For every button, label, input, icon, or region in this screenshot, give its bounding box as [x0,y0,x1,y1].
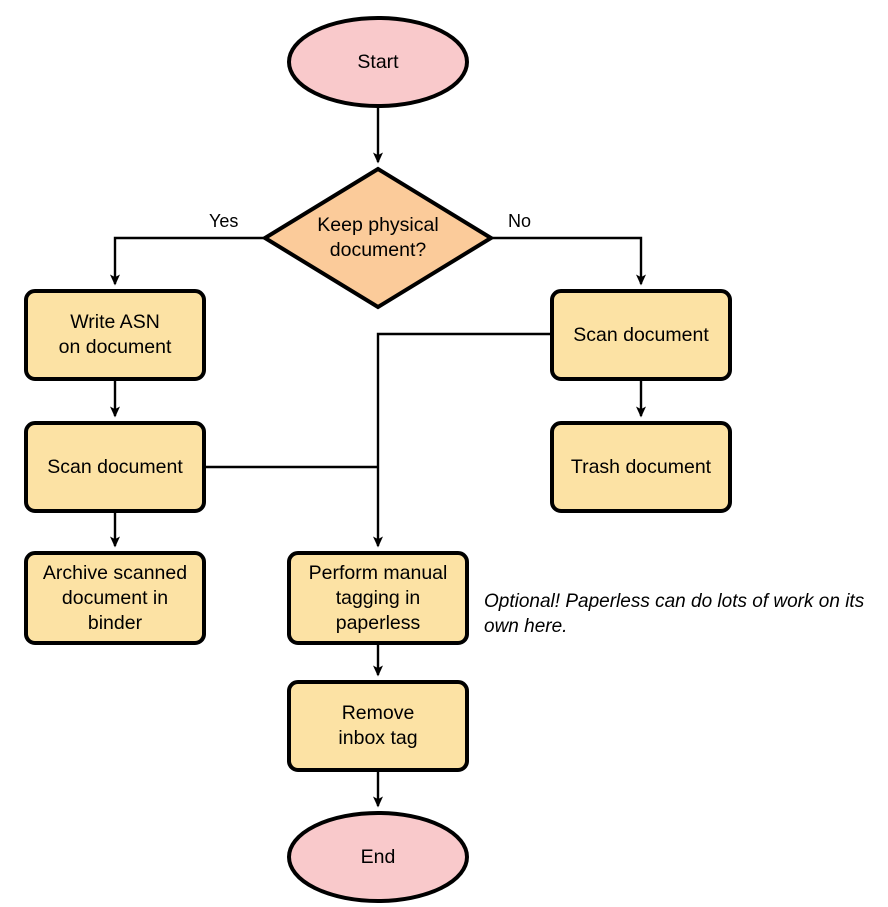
node-shape-scan-document-left[interactable] [24,421,206,513]
node-shape-start[interactable] [287,16,469,108]
node-shape-decision-keep-physical[interactable] [261,166,495,310]
edge-decision-yes-to-write-asn [110,236,265,286]
node-shape-archive-scanned[interactable] [24,551,206,645]
node-shape-scan-document-right[interactable] [550,289,732,381]
node-shapes [24,16,732,903]
node-shape-perform-manual-tagging[interactable] [287,551,469,645]
node-shape-trash-document[interactable] [550,421,732,513]
edges [110,106,646,808]
edge-label-no: No [508,211,532,231]
edge-label-yes: Yes [209,211,239,231]
edge-decision-no-to-scan-right [491,236,646,286]
node-shape-write-asn[interactable] [24,289,206,381]
node-shape-end[interactable] [287,811,469,903]
node-shape-remove-inbox-tag[interactable] [287,680,469,772]
edge-scan-right-to-tagging [373,332,552,548]
annotation-optional-note: Optional! Paperless can do lots of work … [484,591,865,637]
